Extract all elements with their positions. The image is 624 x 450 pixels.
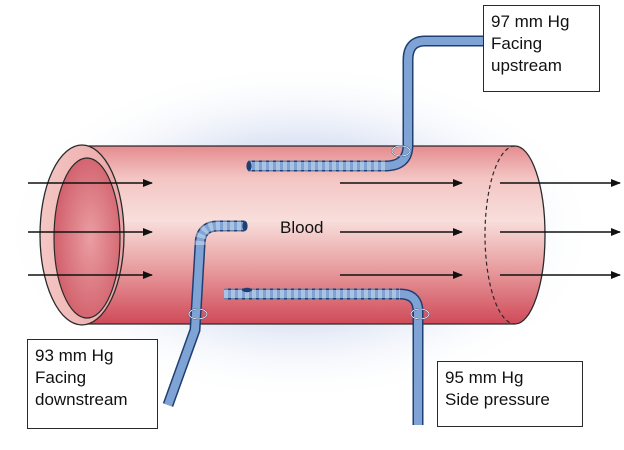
upstream-line2: upstream xyxy=(491,56,562,75)
inflow-arrows xyxy=(28,179,153,279)
side-pressure: 95 mm Hg xyxy=(445,368,524,387)
label-downstream-probe: 93 mm Hg Facing downstream xyxy=(27,339,158,429)
probe-side xyxy=(224,287,430,425)
probe-upstream-opening xyxy=(246,161,252,171)
probe-side-opening xyxy=(242,287,252,293)
downstream-line1: Facing xyxy=(35,368,87,387)
label-side-probe: 95 mm Hg Side pressure xyxy=(437,361,583,427)
vessel-lumen xyxy=(53,157,121,319)
probe-downstream-opening xyxy=(242,221,248,231)
probe-upstream xyxy=(246,35,483,172)
downstream-pressure: 93 mm Hg xyxy=(35,346,114,365)
mid-flow-arrows xyxy=(340,179,463,279)
upstream-pressure: 97 mm Hg xyxy=(491,12,570,31)
blood-label: Blood xyxy=(280,218,324,237)
outflow-arrows xyxy=(500,179,621,279)
label-upstream-probe: 97 mm Hg Facing upstream xyxy=(483,5,600,92)
probe-downstream xyxy=(162,220,248,407)
vessel-end-hidden xyxy=(484,145,516,325)
downstream-line2: downstream xyxy=(35,390,128,409)
upstream-line1: Facing xyxy=(491,34,543,53)
side-line1: Side pressure xyxy=(445,390,550,409)
